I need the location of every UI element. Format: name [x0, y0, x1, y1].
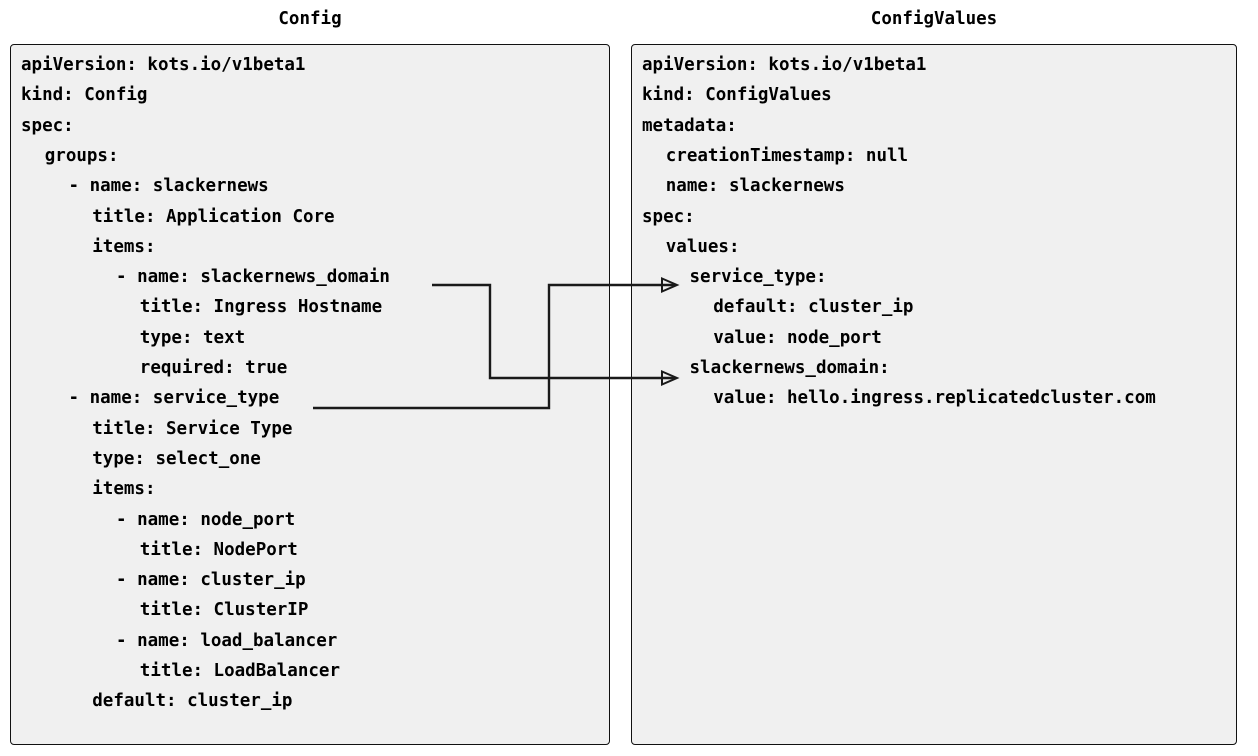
configvalues-yaml-lines: apiVersion: kots.io/v1beta1 kind: ConfigV… [632, 45, 1236, 744]
yaml-line: - name: node_port [116, 509, 296, 530]
yaml-line: creationTimestamp: null [665, 145, 909, 166]
yaml-line: slackernews_domain: [689, 358, 890, 378]
yaml-line: apiVersion: kots.io/v1beta1 [21, 55, 306, 75]
yaml-line: title: Application Core [92, 206, 335, 227]
yaml-line: - name: load_balancer [116, 630, 338, 651]
yaml-line: required: true [139, 358, 288, 378]
yaml-line: - name: slackernews [68, 176, 269, 197]
yaml-line: groups: [44, 145, 119, 166]
yaml-line: title: Ingress Hostname [139, 297, 383, 318]
yaml-line: title: Service Type [92, 418, 293, 439]
config-yaml-lines: apiVersion: kots.io/v1beta1 kind: Config s… [11, 45, 609, 744]
yaml-line: title: NodePort [139, 539, 298, 560]
yaml-line: - name: service_type [68, 388, 280, 409]
yaml-line: default: cluster_ip [713, 297, 914, 318]
yaml-line: values: [665, 236, 740, 257]
yaml-line: type: select_one [92, 448, 261, 469]
yaml-line: value: node_port [713, 327, 882, 348]
yaml-line: title: ClusterIP [139, 600, 309, 621]
yaml-line: kind: Config [21, 85, 148, 106]
yaml-line: service_type: [689, 267, 827, 288]
config-yaml-panel: apiVersion: kots.io/v1beta1 kind: Config s… [10, 44, 610, 745]
page-title-config: Config [278, 9, 342, 29]
configvalues-yaml-panel: apiVersion: kots.io/v1beta1 kind: ConfigV… [631, 44, 1237, 745]
page-title-configvalues: ConfigValues [870, 9, 998, 29]
yaml-line: - name: cluster_ip [116, 570, 306, 591]
yaml-line: kind: ConfigValues [642, 85, 832, 106]
yaml-line: name: slackernews [665, 176, 845, 197]
yaml-line: metadata: [642, 115, 737, 136]
yaml-line: items: [92, 479, 156, 500]
yaml-line: type: text [139, 327, 246, 348]
yaml-line: apiVersion: kots.io/v1beta1 [642, 55, 927, 75]
yaml-line: default: cluster_ip [92, 691, 293, 712]
yaml-line: spec: [642, 206, 695, 227]
yaml-line: - name: slackernews_domain [116, 267, 390, 288]
yaml-line: title: LoadBalancer [139, 661, 340, 681]
yaml-line: items: [92, 236, 156, 257]
yaml-line: value: hello.ingress.replicatedcluster.c… [713, 388, 1156, 409]
yaml-line: spec: [21, 115, 74, 136]
